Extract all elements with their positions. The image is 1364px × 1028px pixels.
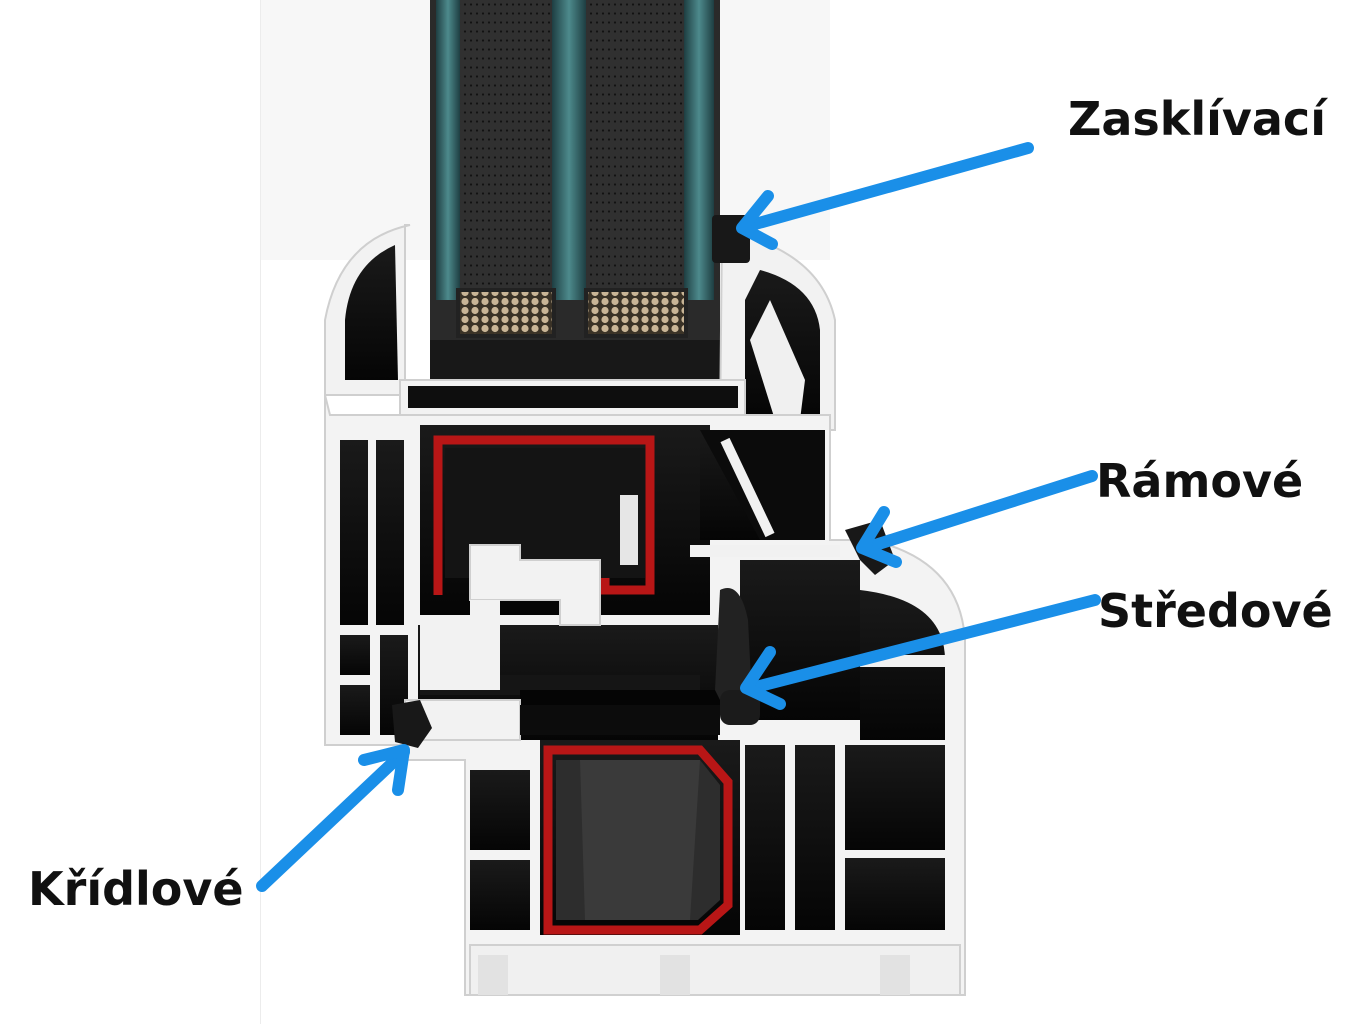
- glass-pane-middle: [552, 0, 586, 300]
- sash-profile: [324, 215, 836, 431]
- spacer-chamber-1: [460, 0, 552, 290]
- glass-pane-inner: [684, 0, 714, 300]
- sash-gasket-label: Křídlové: [28, 862, 244, 916]
- sash-gasket: [392, 700, 432, 748]
- glass-pane-outer: [436, 0, 460, 300]
- glazing-gasket-label: Zasklívací: [1068, 92, 1326, 146]
- center-gasket-label: Středové: [1098, 584, 1333, 638]
- arrow-sash: [256, 744, 410, 892]
- frame-gasket-label: Rámové: [1096, 454, 1304, 508]
- desiccant-2: [584, 288, 688, 338]
- glass-unit: [430, 0, 730, 380]
- spacer-chamber-2: [586, 0, 684, 290]
- desiccant-1: [456, 288, 556, 338]
- callout-arrows: [256, 142, 1101, 892]
- arrow-center: [740, 594, 1101, 710]
- arrow-glazing: [736, 142, 1034, 250]
- sash-lower-profile: [404, 544, 840, 741]
- arrow-frame: [856, 470, 1098, 568]
